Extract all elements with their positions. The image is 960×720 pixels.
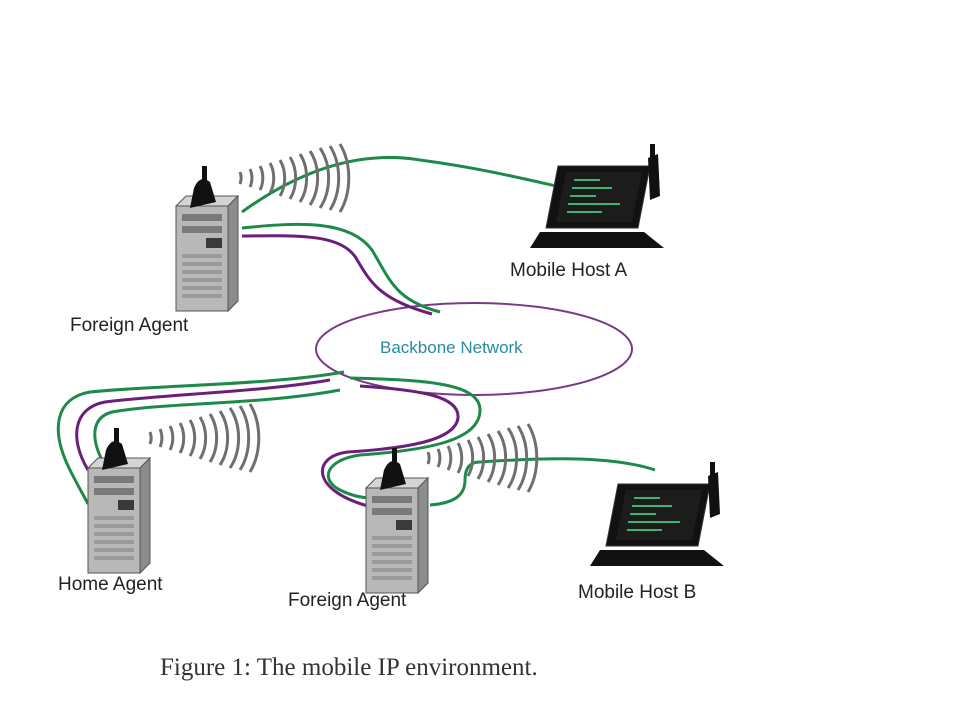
mobile-host-b-laptop-icon (589, 461, 725, 567)
link-backbone-green-to-fa-bottom (327, 376, 482, 500)
backbone-network-ellipse (315, 302, 633, 396)
link-backbone-purple-to-fa-bottom (321, 384, 460, 508)
link-fa-bottom-to-host-b (479, 457, 656, 472)
radio-waves-home-agent (148, 402, 261, 474)
link-backbone-green-to-home-agent (56, 370, 345, 505)
link-fa-top-green-to-backbone (241, 222, 441, 314)
link-backbone-green2-to-home-agent (93, 388, 341, 461)
foreign-agent-top-label: Foreign Agent (70, 315, 189, 336)
mobile-host-a-label: Mobile Host A (510, 260, 628, 281)
backbone-network-label: Backbone Network (380, 338, 523, 357)
figure-caption: Figure 1: The mobile IP environment. (160, 654, 538, 681)
link-fa-top-purple-to-backbone (241, 234, 433, 316)
link-backbone-purple-to-home-agent (75, 378, 331, 471)
mobile-host-a-laptop-icon (529, 143, 665, 249)
link-fa-top-to-host-a (241, 156, 566, 214)
mobile-host-b-label: Mobile Host B (578, 582, 697, 603)
foreign-agent-bottom-server-icon (365, 447, 429, 594)
foreign-agent-top-server-icon (175, 165, 239, 312)
home-agent-label: Home Agent (58, 574, 163, 595)
foreign-agent-bottom-label: Foreign Agent (288, 590, 407, 611)
